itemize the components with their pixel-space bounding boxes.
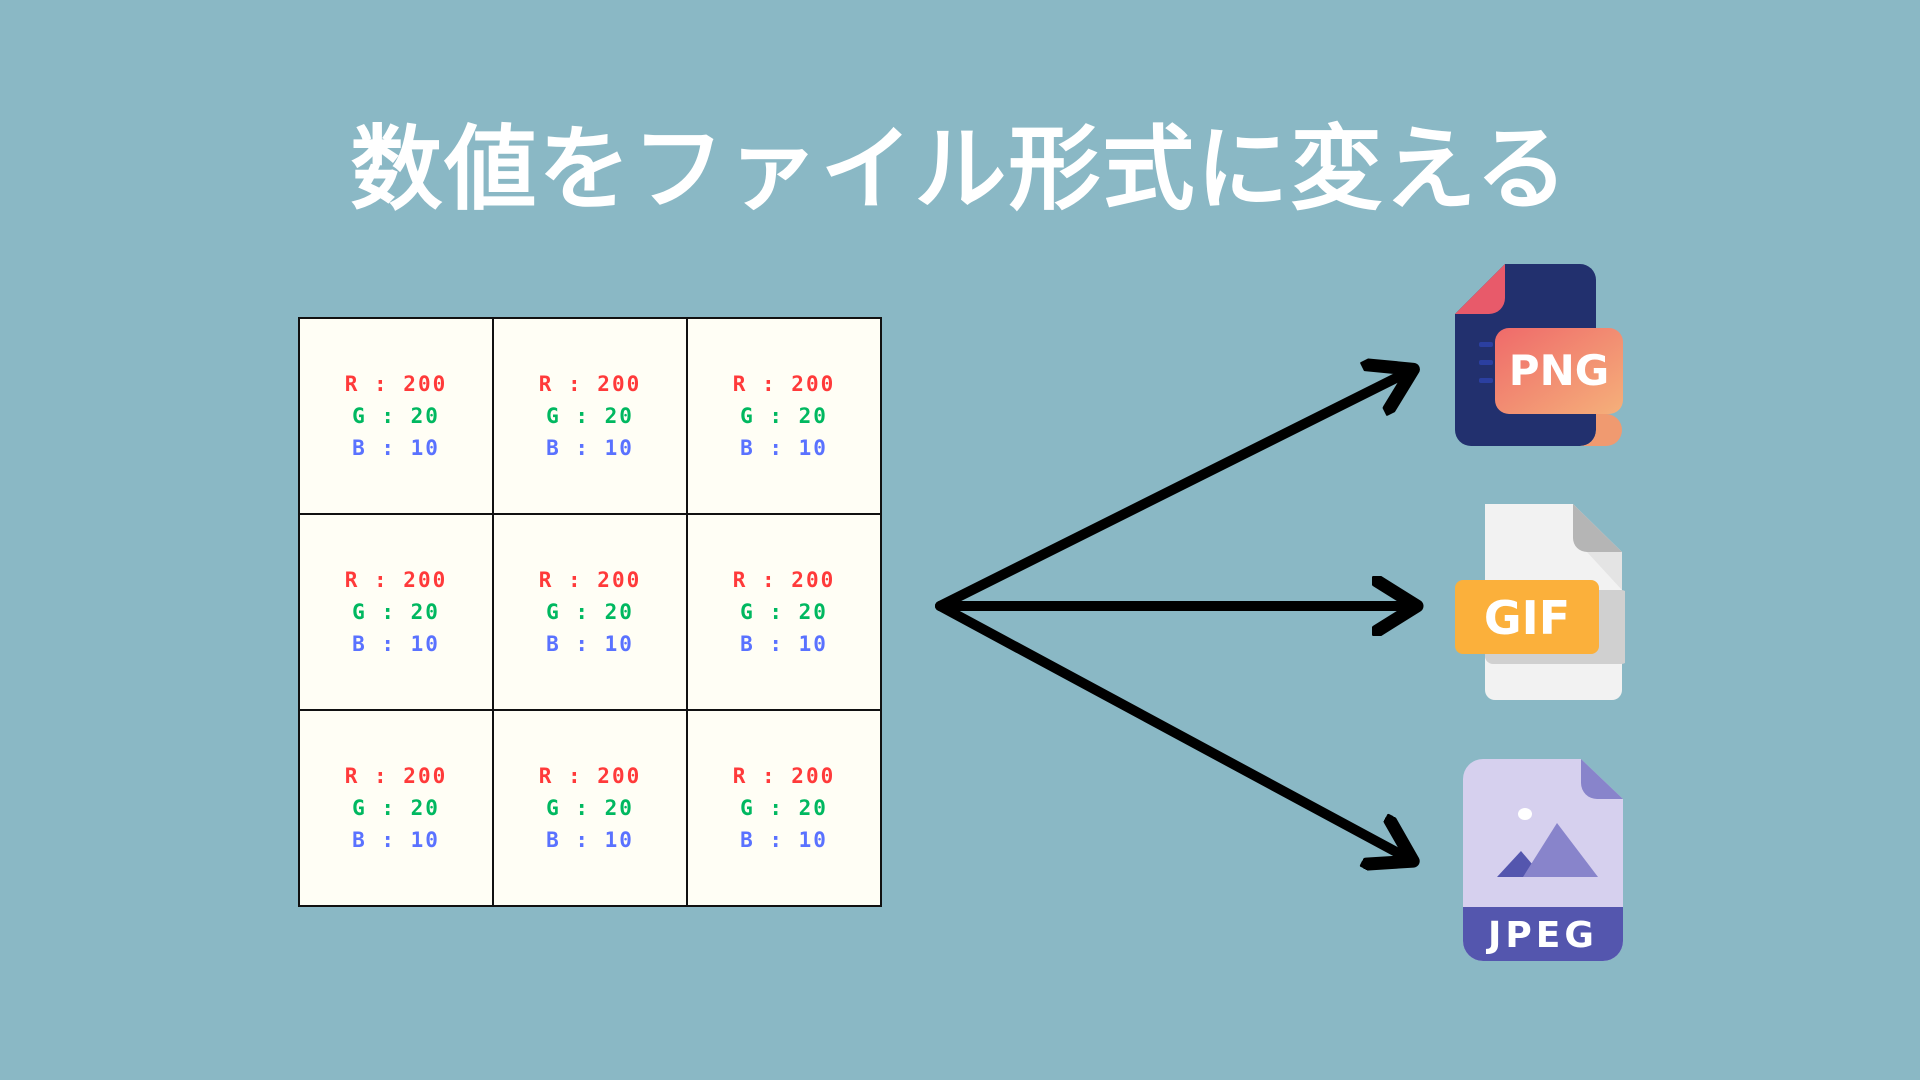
- arrow-to-jpeg: [935, 601, 1400, 854]
- rgb-value-r: R : 200: [344, 764, 448, 788]
- rgb-value-b: B : 10: [740, 436, 828, 460]
- page-title: 数値をファイル形式に変える: [350, 116, 1570, 223]
- rgb-value-g: G : 20: [352, 796, 440, 820]
- rgb-value-b: B : 10: [740, 632, 828, 656]
- rgb-value-b: B : 10: [352, 828, 440, 852]
- rgb-value-g: G : 20: [740, 600, 828, 624]
- jpeg-label: JPEG: [1485, 915, 1598, 956]
- rgb-value-r: R : 200: [344, 568, 448, 592]
- pixel-cell: R : 200 G : 20 B : 10: [493, 710, 687, 906]
- rgb-value-g: G : 20: [546, 796, 634, 820]
- rgb-value-b: B : 10: [546, 436, 634, 460]
- rgb-value-r: R : 200: [344, 372, 448, 396]
- pixel-cell: R : 200 G : 20 B : 10: [493, 318, 687, 514]
- arrow-to-png: [935, 376, 1400, 611]
- pixel-cell: R : 200 G : 20 B : 10: [299, 514, 493, 710]
- rgb-value-r: R : 200: [732, 764, 836, 788]
- png-label: PNG: [1509, 346, 1609, 395]
- rgb-value-g: G : 20: [352, 404, 440, 428]
- gif-file-icon: GIF: [1455, 504, 1625, 700]
- rgb-value-r: R : 200: [538, 568, 642, 592]
- rgb-value-b: B : 10: [740, 828, 828, 852]
- rgb-value-g: G : 20: [546, 404, 634, 428]
- pixel-cell: R : 200 G : 20 B : 10: [299, 710, 493, 906]
- rgb-value-r: R : 200: [732, 568, 836, 592]
- rgb-value-r: R : 200: [538, 372, 642, 396]
- rgb-value-r: R : 200: [732, 372, 836, 396]
- rgb-value-b: B : 10: [352, 632, 440, 656]
- rgb-value-b: B : 10: [352, 436, 440, 460]
- pixel-cell: R : 200 G : 20 B : 10: [687, 318, 881, 514]
- pixel-cell: R : 200 G : 20 B : 10: [493, 514, 687, 710]
- rgb-value-g: G : 20: [740, 404, 828, 428]
- jpeg-file-icon: JPEG: [1463, 759, 1623, 961]
- rgb-value-g: G : 20: [740, 796, 828, 820]
- rgb-value-g: G : 20: [546, 600, 634, 624]
- rgb-value-r: R : 200: [538, 764, 642, 788]
- gif-label: GIF: [1484, 591, 1570, 645]
- pixel-cell: R : 200 G : 20 B : 10: [687, 514, 881, 710]
- rgb-value-b: B : 10: [546, 632, 634, 656]
- png-file-icon: PNG: [1455, 264, 1623, 446]
- pixel-cell: R : 200 G : 20 B : 10: [299, 318, 493, 514]
- pixel-cell: R : 200 G : 20 B : 10: [687, 710, 881, 906]
- rgb-value-g: G : 20: [352, 600, 440, 624]
- rgb-value-b: B : 10: [546, 828, 634, 852]
